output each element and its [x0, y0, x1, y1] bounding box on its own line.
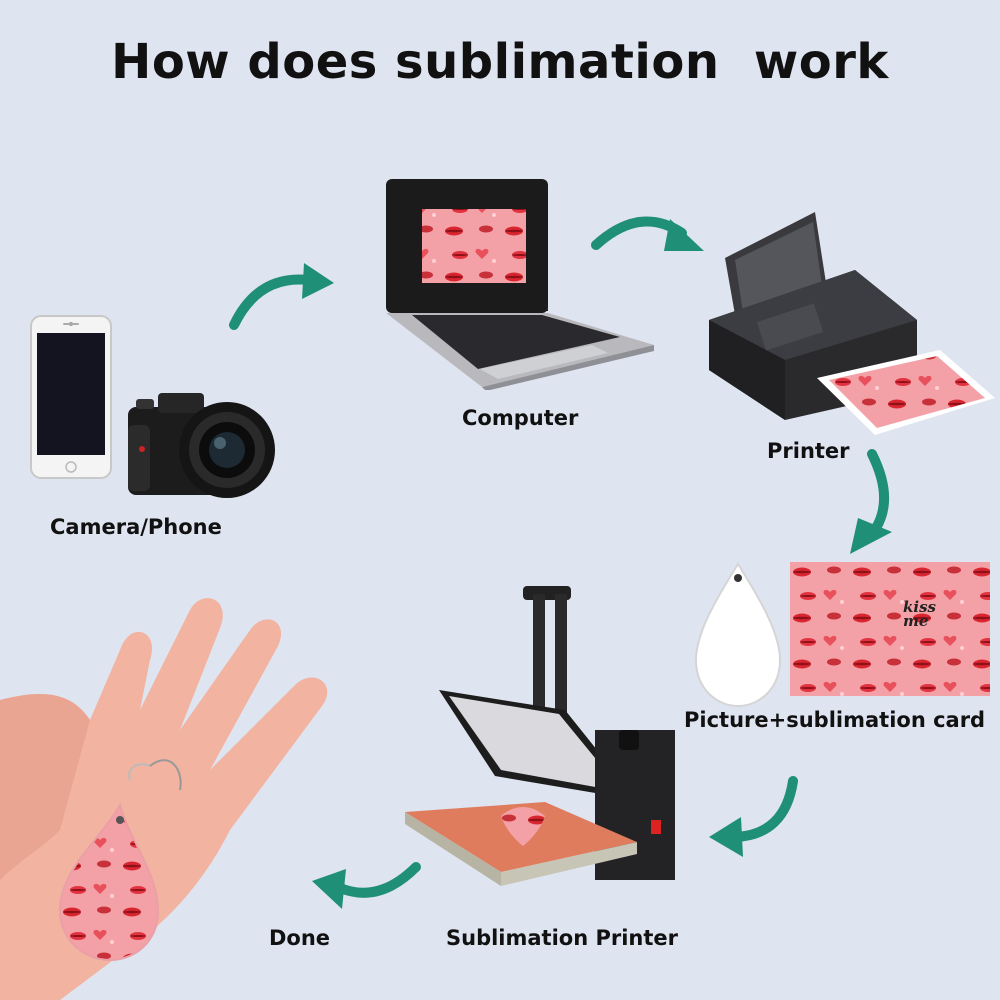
- camera-icon: [128, 393, 275, 498]
- printer-icon: [709, 212, 995, 435]
- sublimation-card-icon: [790, 562, 990, 696]
- done-label: Done: [269, 926, 331, 950]
- heat-press-icon: [405, 586, 675, 886]
- hand-with-earring-image: [0, 598, 328, 1000]
- kiss-me-text: kiss me: [903, 598, 936, 630]
- arrow-press-to-done: [312, 862, 421, 909]
- printer-label: Printer: [767, 439, 850, 463]
- smartphone-icon: [30, 315, 112, 479]
- card-label: Picture+sublimation card: [684, 708, 986, 732]
- diagram-title: How does sublimation work: [111, 34, 889, 90]
- press-label: Sublimation Printer: [446, 926, 679, 950]
- arrow-card-to-press: [709, 776, 798, 857]
- camera-phone-label: Camera/Phone: [50, 515, 222, 539]
- arrow-camera-to-computer: [229, 263, 334, 330]
- computer-label: Computer: [462, 406, 579, 430]
- arrow-computer-to-printer: [591, 216, 704, 251]
- laptop-icon: [386, 179, 654, 390]
- sublimation-blank-icon: [694, 562, 782, 708]
- arrow-printer-to-card: [850, 449, 892, 554]
